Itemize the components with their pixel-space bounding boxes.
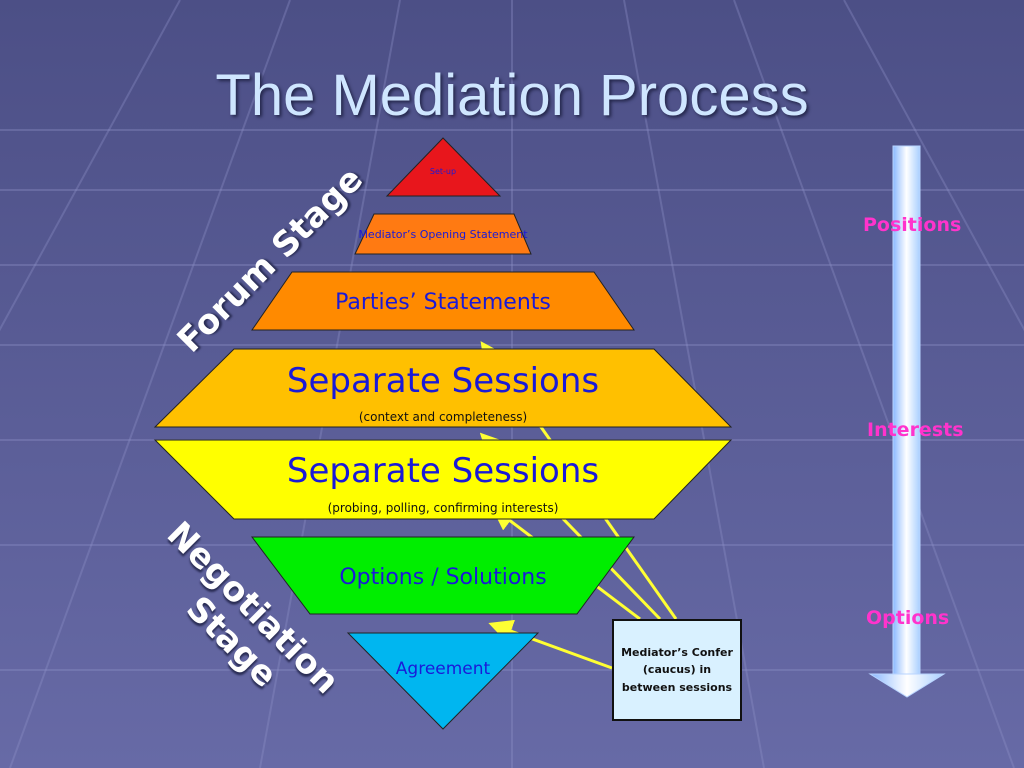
interests-label: Interests <box>867 419 964 441</box>
separate-sessions-1-label: Separate Sessions <box>287 361 599 401</box>
options-label: Options <box>866 607 950 629</box>
setup-label: Set-up <box>430 167 456 176</box>
separate-sessions-1-shape <box>153 348 733 428</box>
opening-statement-label: Mediator’s Opening Statement <box>358 228 528 241</box>
opening-statement-shape <box>354 213 532 255</box>
separate-sessions-2-label: Separate Sessions <box>287 451 599 491</box>
parties-statements-shape <box>251 271 635 331</box>
setup-shape <box>385 137 502 197</box>
caucus-box: Mediator’s Confer (caucus) in between se… <box>612 619 742 721</box>
positions-label: Positions <box>863 214 962 236</box>
options-solutions-shape <box>250 536 635 615</box>
arrow-to-agreement <box>488 619 613 670</box>
separate-sessions-2-shape <box>153 439 733 520</box>
caucus-box-text: Mediator’s Confer (caucus) in between se… <box>621 646 733 694</box>
parties-statements-label: Parties’ Statements <box>335 290 551 315</box>
separate-sessions-1-sublabel: (context and completeness) <box>359 410 527 424</box>
separate-sessions-2-sublabel: (probing, polling, confirming interests) <box>328 501 559 515</box>
agreement-shape <box>346 632 540 730</box>
positions-to-options-arrow <box>868 145 946 698</box>
agreement-label: Agreement <box>396 659 491 679</box>
options-solutions-label: Options / Solutions <box>339 565 546 590</box>
page-title: The Mediation Process <box>215 63 809 128</box>
